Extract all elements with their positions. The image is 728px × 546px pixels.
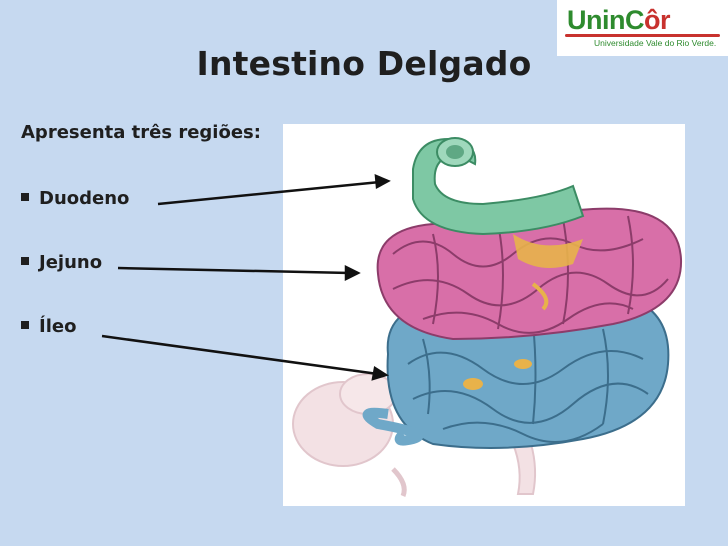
intestine-illustration: [283, 124, 685, 506]
logo: UninCôr Universidade Vale do Rio Verde.: [557, 0, 728, 56]
logo-name-accent: ôr: [643, 5, 671, 35]
logo-wordmark: UninCôr: [567, 5, 670, 36]
slide-title: Intestino Delgado: [196, 44, 532, 83]
bullet-jejuno: Jejuno: [21, 252, 102, 273]
logo-tagline: Universidade Vale do Rio Verde.: [594, 38, 717, 48]
square-bullet-icon: [21, 257, 29, 265]
square-bullet-icon: [21, 321, 29, 329]
logo-swoosh: [565, 34, 720, 37]
duodenum-region: [412, 137, 585, 236]
bullet-duodeno: Duodeno: [21, 188, 129, 209]
bullet-label: Jejuno: [39, 252, 103, 273]
intro-text: Apresenta três regiões:: [21, 122, 261, 143]
square-bullet-icon: [21, 193, 29, 201]
logo-name-main: UninC: [567, 5, 644, 35]
jejunum-region: [376, 207, 683, 341]
bullet-label: Íleo: [39, 316, 77, 337]
intestine-drawing: [292, 137, 683, 497]
bullet-label: Duodeno: [39, 188, 130, 209]
bullet-ileo: Íleo: [21, 316, 76, 337]
